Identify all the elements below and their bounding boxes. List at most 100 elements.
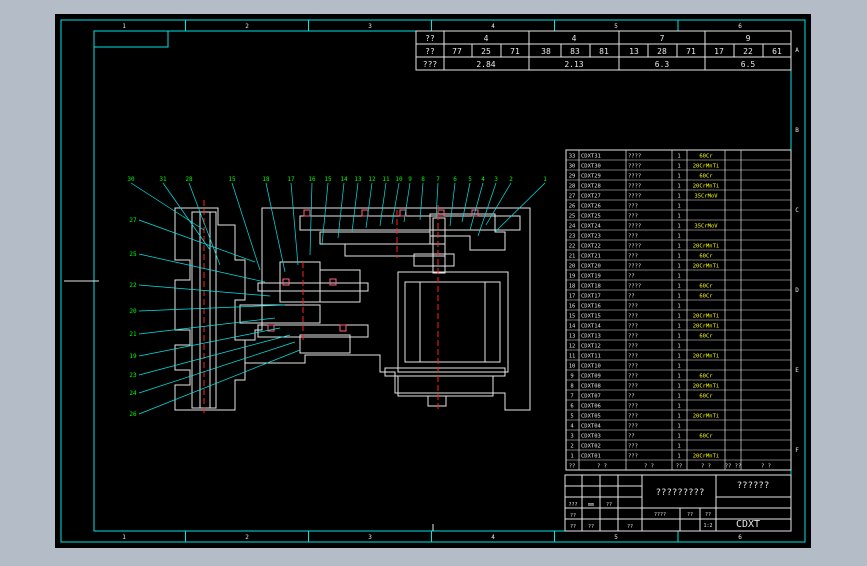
zone-col-top-6: 6	[738, 23, 742, 30]
bom-no-30: 30	[569, 164, 576, 170]
bom-material-20: 20CrMnTi	[693, 264, 720, 270]
leader-top-15	[321, 182, 329, 246]
bom-material-29: 60Cr	[699, 174, 713, 180]
bom-qty-28: 1	[677, 184, 680, 190]
bom-code-27: CDXT27	[581, 194, 601, 200]
callout-left-21: 21	[129, 331, 137, 338]
bom-no-28: 28	[569, 184, 576, 190]
bom-qty-26: 1	[677, 204, 680, 210]
callout-top-14: 14	[340, 176, 348, 183]
callout-top-17: 17	[287, 176, 295, 183]
bom-code-21: CDXT21	[581, 254, 601, 260]
bom-code-6: CDXT06	[581, 404, 601, 410]
bom-qty-22: 1	[677, 244, 680, 250]
bom-name-33: ????	[628, 154, 641, 160]
title-block	[564, 474, 792, 532]
gearbox-assembly	[174, 200, 531, 416]
top-table-ratio-3: 71	[510, 47, 520, 56]
callout-left-25: 25	[129, 251, 137, 258]
bom-no-20: 20	[569, 264, 576, 270]
bom-code-20: CDXT20	[581, 264, 601, 270]
bom-no-33: 33	[569, 154, 576, 160]
leader-top-6	[449, 182, 456, 227]
bearing-5	[471, 209, 479, 217]
bom-qty-1: 1	[677, 454, 680, 460]
bom-qty-14: 1	[677, 324, 680, 330]
bom-code-28: CDXT28	[581, 184, 601, 190]
callout-left-19: 19	[129, 353, 137, 360]
leader-left-24	[138, 341, 296, 394]
top-table-ratio-8: 28	[657, 47, 667, 56]
bom-qty-23: 1	[677, 234, 680, 240]
bom-name-11: ???	[628, 354, 638, 360]
bom-no-9: 9	[570, 374, 573, 380]
bom-code-16: CDXT16	[581, 304, 601, 310]
bom-qty-7: 1	[677, 394, 680, 400]
bom-qty-10: 1	[677, 364, 680, 370]
bom-qty-4: 1	[677, 424, 680, 430]
bom-name-17: ??	[628, 294, 635, 300]
bom-code-8: CDXT08	[581, 384, 601, 390]
zone-col-bottom-6: 6	[738, 534, 742, 541]
zone-col-bottom-1: 1	[122, 534, 126, 541]
callout-top-10: 10	[395, 176, 403, 183]
motor-core	[404, 281, 501, 363]
bom-no-25: 25	[569, 214, 576, 220]
bom-name-24: ????	[628, 224, 641, 230]
top-table-ratio-12: 61	[772, 47, 782, 56]
callout-top-6: 6	[453, 176, 457, 183]
bom-no-3: 3	[570, 434, 573, 440]
bom-code-11: CDXT11	[581, 354, 601, 360]
bom-qty-9: 1	[677, 374, 680, 380]
bom-material-7: 60Cr	[699, 394, 713, 400]
bom-no-18: 18	[569, 284, 576, 290]
zone-row-A: A	[795, 47, 799, 54]
bom-no-26: 26	[569, 204, 576, 210]
bom-material-13: 60Cr	[699, 334, 713, 340]
bom-no-27: 27	[569, 194, 576, 200]
leader-left-23	[138, 334, 291, 376]
leader-left-20	[138, 304, 286, 312]
top-table-ratio-4: 38	[541, 47, 551, 56]
callout-top-11: 11	[382, 176, 390, 183]
bom-qty-24: 1	[677, 224, 680, 230]
callout-top-15: 15	[324, 176, 332, 183]
bom-no-10: 10	[569, 364, 576, 370]
bom-no-8: 8	[570, 384, 573, 390]
title-block-cell-1: ???	[568, 502, 577, 508]
bom-code-23: CDXT23	[581, 234, 601, 240]
zone-row-C: C	[795, 207, 799, 214]
bom-no-5: 5	[570, 414, 573, 420]
bom-qty-18: 1	[677, 284, 680, 290]
top-table-power-4: 6.5	[741, 60, 756, 69]
callout-top-16: 16	[308, 176, 316, 183]
leader-left-19	[138, 327, 281, 357]
zone-col-top-2: 2	[245, 23, 249, 30]
bom-material-30: 20CrMnTi	[693, 164, 720, 170]
bom-name-1: ???	[628, 454, 638, 460]
bom-material-1: 20CrMnTi	[693, 454, 720, 460]
bom-header-name: ? ?	[644, 464, 654, 470]
bom-material-18: 60Cr	[699, 284, 713, 290]
callout-left-20: 20	[129, 308, 137, 315]
bom-qty-13: 1	[677, 334, 680, 340]
bom-material-8: 20CrMnTi	[693, 384, 720, 390]
leader-left-22	[138, 284, 271, 297]
zone-col-top-1: 1	[122, 23, 126, 30]
title-block-cell-5: ??	[570, 524, 576, 530]
bom-qty-2: 1	[677, 444, 680, 450]
callout-left-24: 24	[129, 390, 137, 397]
paper	[55, 14, 811, 548]
outer-frame	[60, 19, 806, 543]
bom-no-6: 6	[570, 404, 573, 410]
bom-code-10: CDXT10	[581, 364, 601, 370]
bom-code-1: CDXT01	[581, 454, 601, 460]
bom-code-4: CDXT04	[581, 424, 602, 430]
callout-top-3: 3	[494, 176, 498, 183]
top-table-ratio-1: 77	[452, 47, 462, 56]
bom-name-14: ???	[628, 324, 638, 330]
zone-row-F: F	[795, 447, 799, 454]
callout-top-28: 28	[185, 176, 193, 183]
